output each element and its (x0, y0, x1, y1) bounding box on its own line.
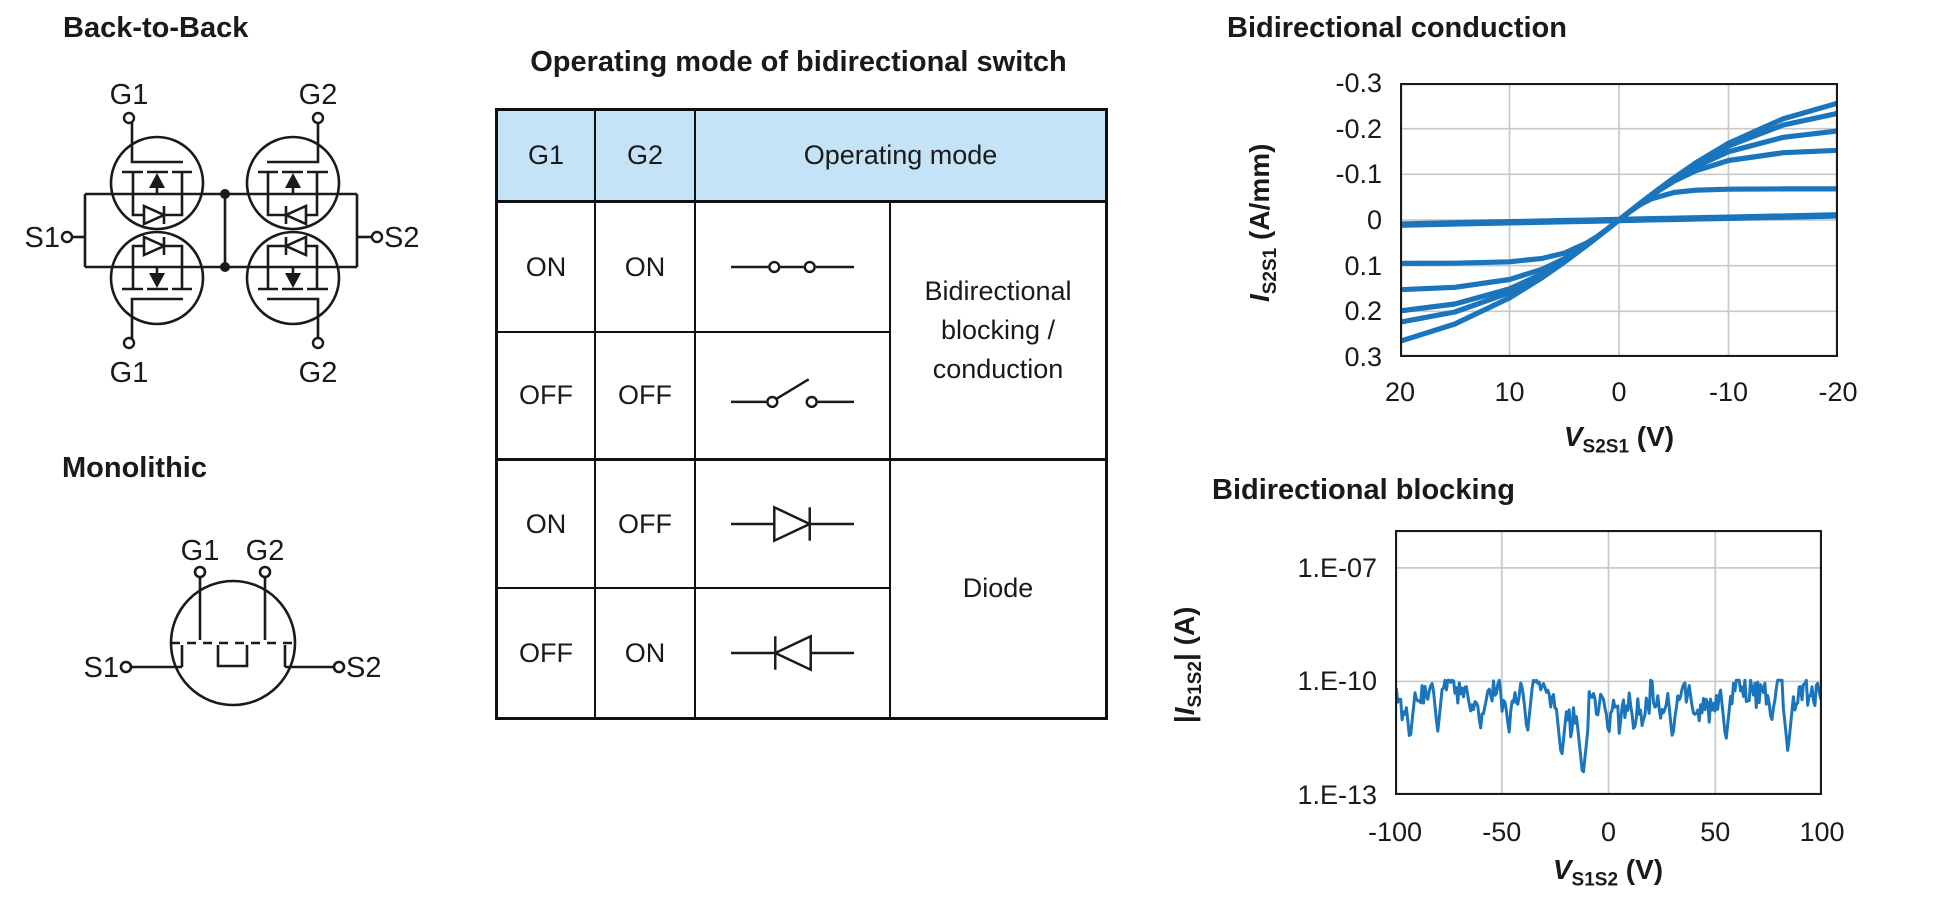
source1-label: S1 (25, 222, 60, 254)
conduction-x-tick-label: -20 (1818, 377, 1858, 407)
conduction-y-tick-label: -0.1 (1335, 159, 1382, 190)
conduction-x-tick-label: 10 (1494, 377, 1525, 407)
table-cell-g1: ON (498, 461, 596, 589)
conduction-x-tick-label: 20 (1384, 377, 1416, 407)
blocking-x-tick-label: 0 (1600, 817, 1617, 847)
iv-curve-trace6 (1400, 100, 1838, 344)
mosfet-bottom-left (109, 230, 205, 341)
open-switch-icon (730, 377, 854, 408)
mosfet-top-right (245, 120, 341, 231)
source2-label: S2 (346, 652, 381, 684)
table-cell-g2: ON (596, 203, 696, 333)
gate2-top-label: G2 (299, 79, 338, 111)
conduction-x-axis-label: VS2S1 (V) (1563, 421, 1675, 458)
back-to-back-labels: G1 G2 G1 G2 S1 S2 (25, 79, 420, 389)
back-to-back-circuit: G1 G2 G1 G2 S1 S2 (25, 79, 420, 389)
conduction-x-tick-label: 0 (1611, 377, 1627, 407)
header-operating-mode: Operating mode (696, 111, 1105, 203)
closed-switch-icon (730, 260, 854, 274)
plot-border (1400, 83, 1838, 357)
monolithic-labels: G1 G2 S1 S2 (84, 535, 382, 684)
blocking-y-tick-label: 1.E-07 (1297, 552, 1377, 583)
table-cell-g1: OFF (498, 589, 596, 717)
gate1-label: G1 (181, 535, 220, 567)
table-cell-g1: ON (498, 203, 596, 333)
gate1-top-label: G1 (110, 79, 149, 111)
conduction-x-tick-label: -10 (1708, 377, 1749, 407)
gate2-bottom-label: G2 (299, 357, 338, 389)
table-cell-g2: OFF (596, 461, 696, 589)
blocking-x-axis-label: VS1S2 (V) (1552, 854, 1664, 891)
blocking-x-tick-label: 100 (1799, 817, 1845, 847)
monolithic-circuit: G1 G2 S1 S2 (84, 535, 382, 707)
monolithic-title: Monolithic (62, 452, 207, 484)
blocking-x-tick-label: -50 (1482, 817, 1522, 847)
operating-mode-table: G1 G2 Operating mode ON ON Bidirectional… (495, 108, 1108, 720)
back-to-back-title: Back-to-Back (63, 12, 249, 44)
table-cell-symbol (696, 461, 891, 589)
blocking-x-tick-label: -100 (1367, 817, 1423, 847)
diode-left-icon (730, 634, 854, 672)
conduction-y-tick-label: 0.2 (1344, 296, 1382, 327)
conduction-y-tick-label: 0.1 (1344, 250, 1382, 281)
blocking-y-tick-label: 1.E-13 (1297, 780, 1377, 810)
diode-right-icon (730, 505, 854, 543)
mosfet-top-left (109, 120, 205, 231)
table-cell-symbol (696, 589, 891, 717)
mode-group-label: Diode (962, 573, 1034, 604)
conduction-chart-title: Bidirectional conduction (1227, 12, 1567, 44)
back-to-back-wiring (72, 192, 372, 269)
plot-border (1395, 530, 1822, 795)
blocking-y-axis-label: |IS1S2| (A) (1169, 606, 1206, 724)
gate2-label: G2 (246, 535, 285, 567)
leakage-noise-trace (1395, 678, 1822, 774)
table-cell-symbol (696, 333, 891, 461)
source1-label: S1 (84, 652, 119, 684)
source2-label: S2 (384, 222, 419, 254)
table-title: Operating mode of bidirectional switch (530, 46, 1067, 78)
conduction-y-tick-label: -0.2 (1335, 113, 1382, 144)
monolithic-wiring (119, 565, 346, 707)
conduction-plot-area (1400, 83, 1838, 357)
blocking-y-tick-label: 1.E-10 (1297, 666, 1377, 697)
mode-group-label: Bidirectional blocking / conduction (891, 203, 1105, 461)
conduction-y-tick-label: 0 (1366, 205, 1382, 235)
table-cell-g2: OFF (596, 333, 696, 461)
table-cell-g1: OFF (498, 333, 596, 461)
blocking-plot-area (1395, 530, 1822, 795)
table-cell-g2: ON (596, 589, 696, 717)
blocking-x-tick-label: 50 (1700, 817, 1731, 847)
mosfet-bottom-right (245, 230, 341, 341)
table-cell-symbol (696, 203, 891, 333)
conduction-y-tick-label: 0.3 (1344, 342, 1382, 372)
conduction-y-tick-label: -0.3 (1335, 68, 1382, 98)
back-to-back-nodes (60, 111, 384, 350)
header-g1: G1 (498, 111, 596, 203)
gate1-bottom-label: G1 (110, 357, 149, 389)
header-g2: G2 (596, 111, 696, 203)
blocking-chart-title: Bidirectional blocking (1212, 474, 1515, 506)
